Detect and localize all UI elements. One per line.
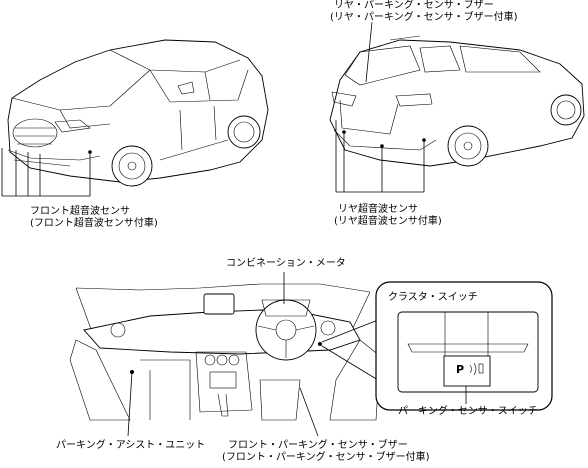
front-car-illustration	[7, 39, 269, 187]
rear-buzzer-sublabel: (リヤ・パーキング・センサ・ブザー付車)	[330, 12, 518, 23]
sensor-wave-icon	[469, 362, 477, 376]
cluster-switch-label: クラスタ・スイッチ	[388, 292, 478, 303]
front-buzzer-leader	[299, 387, 319, 437]
front-sensor-leaders	[1, 148, 91, 197]
front-sensor-sublabel: (フロント超音波センサ付車)	[30, 218, 158, 229]
rear-sensor-leaders	[335, 120, 425, 193]
parking-assist-leader	[127, 371, 133, 437]
rear-buzzer-label: リヤ・パーキング・センサ・ブザー	[334, 0, 494, 11]
rear-buzzer-leader	[365, 21, 373, 83]
parking-assist-unit-label: パーキング・アシスト・ユニット	[56, 440, 206, 451]
indicator-lamp-icon	[478, 363, 484, 374]
rear-sensor-label: リヤ超音波センサ	[338, 204, 418, 215]
callout-connector	[321, 319, 379, 381]
switch-p-symbol: P	[456, 363, 465, 376]
interior-illustration	[69, 283, 381, 421]
parking-sensor-switch-button	[443, 355, 491, 387]
rear-sensor-sublabel: (リヤ超音波センサ付車)	[334, 216, 442, 227]
front-buzzer-sublabel: (フロント・パーキング・センサ・ブザー付車)	[222, 452, 430, 463]
rear-car-illustration	[329, 35, 585, 167]
cluster-switch-callout	[375, 281, 553, 411]
combination-meter-label: コンビネーション・メータ	[226, 258, 346, 269]
front-buzzer-label: フロント・パーキング・センサ・ブザー	[228, 440, 408, 451]
parking-sensor-switch-label: パーキング・センサ・スイッチ	[398, 406, 538, 417]
front-sensor-label: フロント超音波センサ	[30, 206, 130, 217]
